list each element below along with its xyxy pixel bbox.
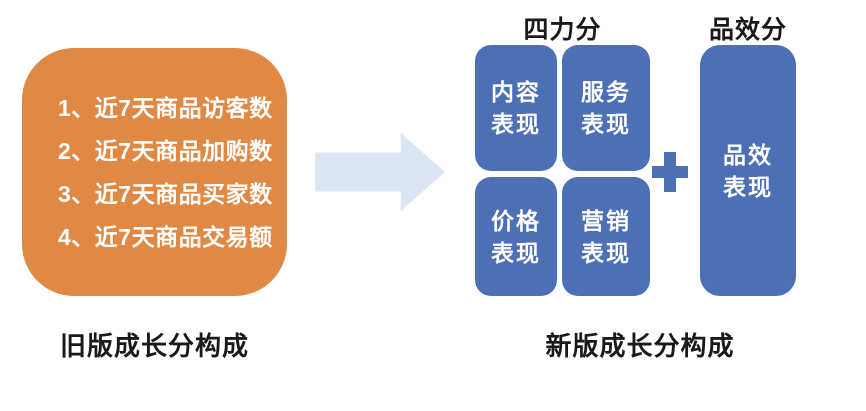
- content-performance-box: 内容 表现: [475, 45, 557, 171]
- old-metric-item: 3、近7天商品买家数: [58, 180, 273, 207]
- new-version-caption: 新版成长分构成: [545, 331, 735, 361]
- four-force-score-label: 四力分: [523, 16, 602, 44]
- pinxiao-performance-box: 品效 表现: [700, 45, 796, 296]
- old-metrics-panel: 1、近7天商品访客数 2、近7天商品加购数 3、近7天商品买家数 4、近7天商品…: [22, 48, 287, 296]
- service-performance-box: 服务 表现: [562, 45, 650, 171]
- pinxiao-score-label: 品效分: [708, 16, 787, 44]
- price-performance-box: 价格 表现: [475, 177, 557, 296]
- right-arrow-icon: [315, 133, 445, 211]
- old-version-caption: 旧版成长分构成: [59, 331, 249, 361]
- plus-icon: [652, 152, 688, 192]
- marketing-performance-box: 营销 表现: [562, 177, 650, 296]
- old-metric-item: 4、近7天商品交易额: [58, 223, 273, 250]
- old-metric-item: 1、近7天商品访客数: [58, 94, 273, 121]
- old-metric-item: 2、近7天商品加购数: [58, 137, 273, 164]
